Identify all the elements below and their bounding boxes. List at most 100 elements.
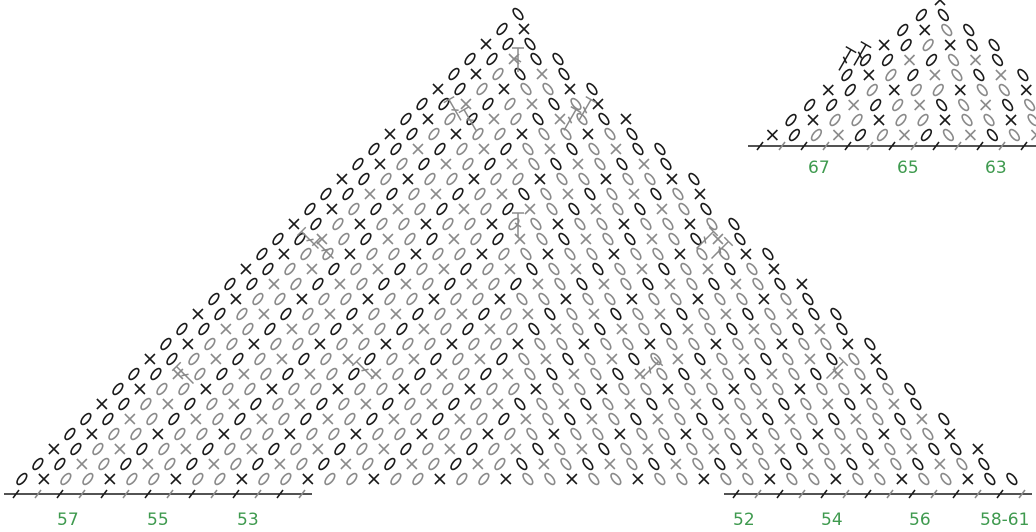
chain-stitch [983, 472, 996, 486]
single-crochet-stitch [831, 474, 841, 484]
single-crochet-stitch [337, 174, 347, 184]
single-crochet-stitch [639, 159, 649, 169]
single-crochet-stitch [955, 85, 965, 95]
single-crochet-stitch [871, 354, 881, 364]
chain-stitch [653, 142, 666, 156]
chain-stitch [869, 98, 882, 112]
chain-stitch [743, 367, 756, 381]
single-crochet-stitch [209, 459, 219, 469]
chain-stitch [601, 397, 614, 411]
chain-stitch [601, 232, 614, 246]
chain-stitch [241, 322, 254, 336]
single-crochet-stitch [519, 24, 529, 34]
chain-stitch [379, 172, 392, 186]
chain-stitch [911, 457, 924, 471]
single-crochet-stitch [823, 399, 833, 409]
chain-stitch [491, 232, 504, 246]
chain-stitch [631, 142, 644, 156]
chain-stitch [850, 113, 863, 127]
chain-stitch [165, 352, 178, 366]
chain-stitch [481, 262, 494, 276]
chain-stitch [1016, 68, 1029, 82]
single-crochet-stitch [285, 429, 295, 439]
chain-stitch [327, 262, 340, 276]
single-crochet-stitch [559, 399, 569, 409]
single-crochet-stitch [561, 294, 571, 304]
chain-stitch [443, 112, 456, 126]
chain-stitch [828, 113, 841, 127]
chain-stitch [511, 7, 524, 21]
chain-stitch [599, 337, 612, 351]
chain-stitch [493, 457, 506, 471]
single-crochet-stitch [920, 25, 930, 35]
chain-stitch [407, 187, 420, 201]
chain-stitch [447, 397, 460, 411]
chain-stitch [955, 457, 968, 471]
single-crochet-stitch [221, 324, 231, 334]
chain-stitch [881, 53, 894, 67]
chain-stitch [149, 367, 162, 381]
chain-stitch [299, 247, 312, 261]
chain-stitch [477, 307, 490, 321]
chain-stitch [687, 337, 700, 351]
chain-stitch [561, 352, 574, 366]
chain-stitch [111, 382, 124, 396]
chain-stitch [573, 382, 586, 396]
chain-stitch [255, 247, 268, 261]
chain-stitch [697, 307, 710, 321]
chain-stitch [357, 337, 370, 351]
chain-stitch [425, 232, 438, 246]
chain-stitch [327, 427, 340, 441]
chain-stitch [845, 457, 858, 471]
single-crochet-stitch [775, 444, 785, 454]
chain-stitch [479, 202, 492, 216]
chain-stitch [339, 292, 352, 306]
chain-stitch [117, 397, 130, 411]
single-crochet-stitch [571, 264, 581, 274]
chain-stitch [471, 292, 484, 306]
single-crochet-stitch [201, 384, 211, 394]
chain-stitch [1023, 98, 1036, 112]
chain-stitch [443, 277, 456, 291]
chain-stitch [657, 427, 670, 441]
chain-stitch [325, 367, 338, 381]
chain-stitch [723, 427, 736, 441]
single-crochet-stitch [489, 114, 499, 124]
single-crochet-stitch [591, 204, 601, 214]
chain-stitch [541, 82, 554, 96]
chain-stitch [167, 412, 180, 426]
chain-stitch [863, 337, 876, 351]
chain-stitch [739, 412, 752, 426]
chain-stitch [415, 262, 428, 276]
row-label-55: 55 [147, 512, 169, 529]
single-crochet-stitch [295, 399, 305, 409]
chain-stitch [835, 322, 848, 336]
single-crochet-stitch [739, 354, 749, 364]
chain-stitch [445, 172, 458, 186]
chain-stitch [932, 83, 945, 97]
chain-stitch [215, 367, 228, 381]
chain-stitch [691, 457, 704, 471]
single-crochet-stitch [437, 369, 447, 379]
chain-stitch [745, 262, 758, 276]
single-crochet-stitch [897, 474, 907, 484]
single-crochet-stitch [935, 459, 945, 469]
chain-stitch [779, 457, 792, 471]
dc-top [861, 42, 871, 48]
chain-stitch [249, 397, 262, 411]
chain-stitch [910, 83, 923, 97]
chain-stitch [707, 277, 720, 291]
chain-stitch [609, 472, 622, 486]
chain-stitch [345, 472, 358, 486]
chain-stitch [363, 352, 376, 366]
chain-stitch [491, 67, 504, 81]
chain-stitch [499, 142, 512, 156]
chain-stitch [213, 472, 226, 486]
chain-stitch [795, 442, 808, 456]
single-crochet-stitch [401, 279, 411, 289]
single-crochet-stitch [663, 384, 673, 394]
chain-stitch [733, 232, 746, 246]
chain-stitch [183, 397, 196, 411]
chain-stitch [393, 262, 406, 276]
chain-stitch [597, 442, 610, 456]
